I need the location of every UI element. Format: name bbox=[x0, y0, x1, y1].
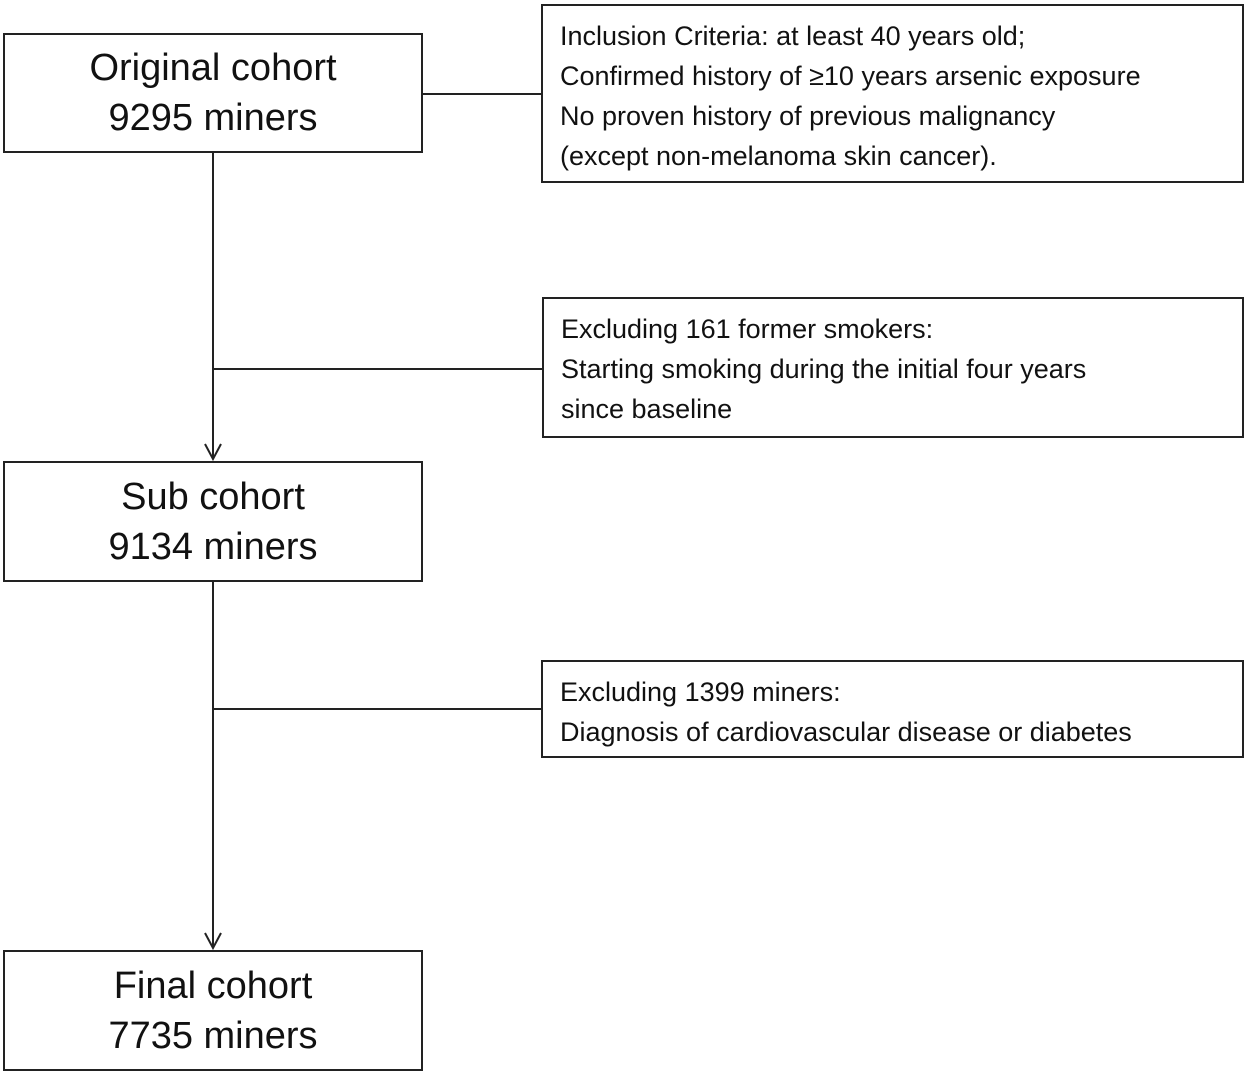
sub-cohort-box: Sub cohort 9134 miners bbox=[3, 461, 423, 582]
exclusion-smokers-line-3: since baseline bbox=[561, 394, 733, 424]
original-cohort-title: Original cohort bbox=[89, 47, 337, 89]
original-cohort-box: Original cohort 9295 miners bbox=[3, 33, 423, 153]
inclusion-criteria-box: Inclusion Criteria: at least 40 years ol… bbox=[541, 4, 1244, 183]
final-cohort-title: Final cohort bbox=[113, 964, 313, 1007]
arrowhead-sub bbox=[204, 443, 222, 462]
exclusion-smokers-line-1: Excluding 161 former smokers: bbox=[561, 314, 934, 344]
exclusion-smokers-box: Excluding 161 former smokers: Starting s… bbox=[542, 297, 1244, 438]
inclusion-line-1: Inclusion Criteria: at least 40 years ol… bbox=[560, 21, 1026, 51]
exclusion-smokers-line-2: Starting smoking during the initial four… bbox=[561, 354, 1087, 384]
arrowhead-final bbox=[204, 932, 222, 951]
exclusion-disease-line-2: Diagnosis of cardiovascular disease or d… bbox=[560, 717, 1132, 747]
sub-cohort-count: 9134 miners bbox=[108, 525, 318, 568]
exclusion-disease-box: Excluding 1399 miners: Diagnosis of card… bbox=[541, 660, 1244, 758]
inclusion-line-3: No proven history of previous malignancy bbox=[560, 101, 1056, 131]
exclusion-disease-line-1: Excluding 1399 miners: bbox=[560, 677, 841, 707]
sub-cohort-title: Sub cohort bbox=[121, 475, 305, 518]
inclusion-line-2: Confirmed history of ≥10 years arsenic e… bbox=[560, 61, 1141, 91]
final-cohort-box: Final cohort 7735 miners bbox=[3, 950, 423, 1071]
inclusion-line-4: (except non-melanoma skin cancer). bbox=[560, 141, 997, 171]
original-cohort-count: 9295 miners bbox=[108, 97, 318, 139]
final-cohort-count: 7735 miners bbox=[108, 1014, 318, 1057]
